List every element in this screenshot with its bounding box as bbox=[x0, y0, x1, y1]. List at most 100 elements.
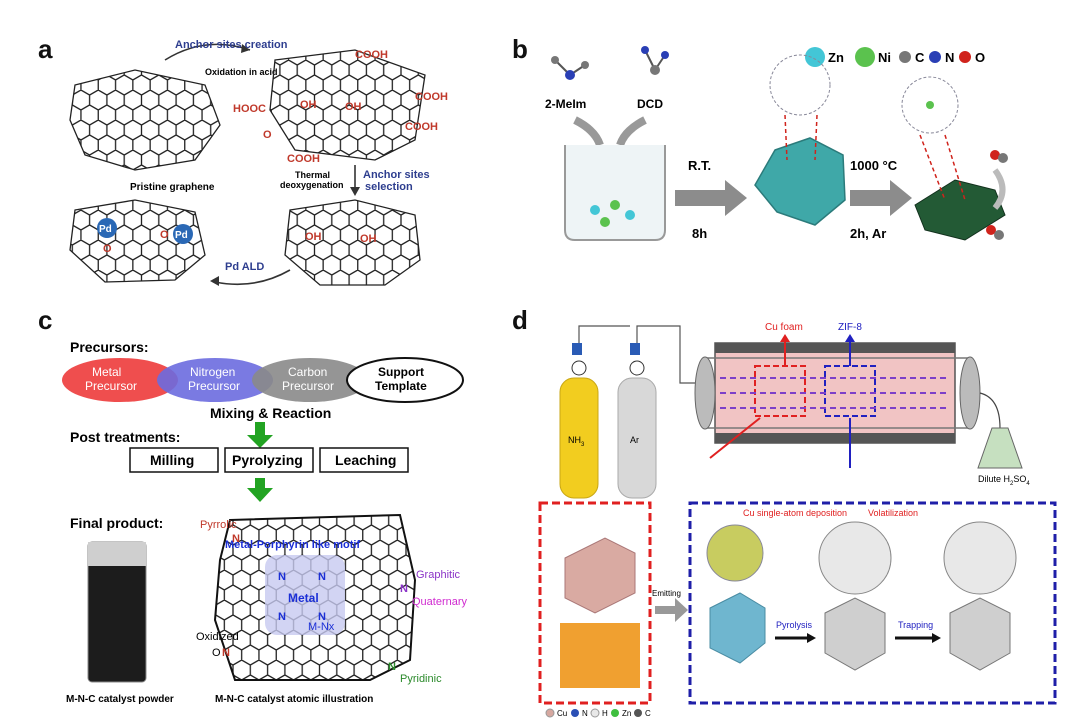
zif8-zone bbox=[824, 365, 876, 417]
ar-regulator bbox=[629, 360, 645, 376]
legend-cu: Cu bbox=[557, 709, 567, 718]
legend-c-label: C bbox=[915, 50, 925, 65]
motif-label: Metal-Porphyrin like motif bbox=[225, 539, 360, 551]
legend-c-d: C bbox=[645, 709, 651, 718]
dcd-label: DCD bbox=[637, 97, 663, 111]
panel-c-label: c bbox=[38, 305, 53, 335]
o-group: O bbox=[263, 129, 272, 141]
rt-label: R.T. bbox=[688, 158, 711, 173]
panel-d-tube-furnace-schematic: NH3 Ar Cu foam ZIF-8 Dilute H2SO4 Emitti… bbox=[538, 322, 1057, 718]
dilute-label: Dilute H2SO4 bbox=[978, 474, 1030, 487]
metal-label-2: Precursor bbox=[85, 379, 137, 393]
graphene-oxide-sheet bbox=[269, 49, 426, 161]
trap-flask bbox=[977, 427, 1023, 469]
legend-o-label: O bbox=[975, 50, 985, 65]
ar-cylinder bbox=[617, 377, 657, 499]
panel-a-graphene-schematic: Pristine graphene Anchor sites creation … bbox=[69, 39, 448, 286]
ar-label: Ar bbox=[630, 435, 639, 445]
nh3-regulator bbox=[571, 360, 587, 376]
trapping-label: Trapping bbox=[898, 620, 933, 630]
melm-label: 2-MeIm bbox=[545, 97, 586, 111]
cooh-bottom: COOH bbox=[287, 153, 320, 165]
nitrogen-label-2: Precursor bbox=[188, 379, 240, 393]
nitrogen-precursor-ellipse bbox=[157, 358, 273, 402]
legend-n-label: N bbox=[945, 50, 954, 65]
hooc-left: HOOC bbox=[233, 103, 266, 115]
n-pyridinic: N bbox=[388, 661, 396, 673]
pyrolyzing-label: Pyrolyzing bbox=[232, 452, 303, 468]
pyrrolic-label: Pyrrolic bbox=[200, 519, 237, 531]
catalyst-vial bbox=[87, 541, 147, 683]
legend-n-ball bbox=[929, 51, 941, 63]
cage-crystal-1 bbox=[824, 597, 886, 671]
rt-arrow bbox=[675, 180, 747, 216]
panel-a-label: a bbox=[38, 34, 53, 64]
n-quaternary: N bbox=[400, 583, 408, 595]
emitting-label: Emitting bbox=[652, 589, 681, 598]
leaching-box bbox=[319, 447, 409, 473]
support-label-1: Support bbox=[378, 365, 424, 379]
dcd-molecule bbox=[641, 46, 669, 75]
cooh-right-low: COOH bbox=[405, 121, 438, 133]
pd-o-1: O bbox=[103, 243, 112, 255]
oxidation-arrowhead bbox=[241, 44, 250, 53]
cooh-right: COOH bbox=[415, 91, 448, 103]
carbon-label-2: Precursor bbox=[282, 379, 334, 393]
panel-d-legend: Cu N H Zn C bbox=[545, 708, 651, 718]
carbon-sheet bbox=[901, 76, 1006, 241]
nitrogen-label-1: Nitrogen bbox=[190, 365, 235, 379]
anchor-selection-label-2: selection bbox=[365, 181, 413, 193]
panel-d-label: d bbox=[512, 305, 528, 335]
n-porph-3: N bbox=[278, 611, 286, 623]
pd-ald-arrow bbox=[214, 269, 291, 286]
legend-zn-d: Zn bbox=[622, 709, 631, 718]
graphitic-label: Graphitic bbox=[416, 569, 461, 581]
pristine-graphene-label: Pristine graphene bbox=[130, 182, 215, 193]
melm-molecule bbox=[551, 56, 589, 80]
n-oxidized: N bbox=[222, 647, 230, 659]
oxidized-label: Oxidized bbox=[196, 631, 239, 643]
oh-reduced-2: OH bbox=[360, 233, 377, 245]
nh3-label: NH3 bbox=[568, 435, 585, 448]
cage-crystal-2 bbox=[949, 597, 1011, 671]
carbon-label-1: Carbon bbox=[288, 365, 327, 379]
final-product-heading: Final product: bbox=[70, 515, 163, 531]
tube-end-right bbox=[959, 356, 981, 430]
ar-flowmeter bbox=[630, 343, 640, 355]
oxidation-label: Oxidation in acid bbox=[205, 67, 278, 77]
co2-molecules bbox=[986, 150, 1008, 240]
n-porph-2: N bbox=[318, 571, 326, 583]
zif-particle-1 bbox=[706, 524, 764, 582]
leaching-label: Leaching bbox=[335, 452, 396, 468]
pd-atom-1-label: Pd bbox=[99, 224, 112, 235]
legend-ni-ball bbox=[855, 47, 875, 67]
pd-atom-2 bbox=[173, 224, 193, 244]
beaker bbox=[564, 145, 666, 241]
co2-cycle-arrow bbox=[992, 168, 1006, 210]
temp-label: 1000 °C bbox=[850, 158, 898, 173]
pd-atom-2-label: Pd bbox=[175, 230, 188, 241]
cond-label: 2h, Ar bbox=[850, 226, 886, 241]
support-label-2: Template bbox=[375, 379, 427, 393]
panel-b-legend: Zn Ni C N O bbox=[805, 47, 985, 67]
tube-end-left bbox=[694, 356, 716, 430]
anchor-creation-label: Anchor sites creation bbox=[175, 39, 288, 51]
cooh-top: COOH bbox=[355, 49, 388, 61]
post-treatments-heading: Post treatments: bbox=[70, 429, 180, 445]
legend-o-ball bbox=[959, 51, 971, 63]
emitting-arrow bbox=[655, 598, 688, 622]
quaternary-label: Quaternary bbox=[412, 596, 468, 608]
n-porph-4: N bbox=[318, 611, 326, 623]
mixing-label: Mixing & Reaction bbox=[210, 405, 331, 421]
support-template-ellipse bbox=[346, 357, 464, 403]
anchor-selection-label-1: Anchor sites bbox=[363, 169, 430, 181]
melm-pour-arrow bbox=[573, 116, 604, 147]
zif8-label: ZIF-8 bbox=[838, 322, 862, 333]
atomic-illustration-label: M-N-C catalyst atomic illustration bbox=[215, 694, 373, 705]
pyrolyzing-box bbox=[224, 447, 314, 473]
cu-foam-label: Cu foam bbox=[765, 322, 803, 333]
legend-zn-label: Zn bbox=[828, 50, 844, 65]
cu-foam-zone bbox=[754, 365, 806, 417]
zif-crystal bbox=[754, 54, 846, 226]
dcd-pour-arrow bbox=[616, 116, 647, 147]
